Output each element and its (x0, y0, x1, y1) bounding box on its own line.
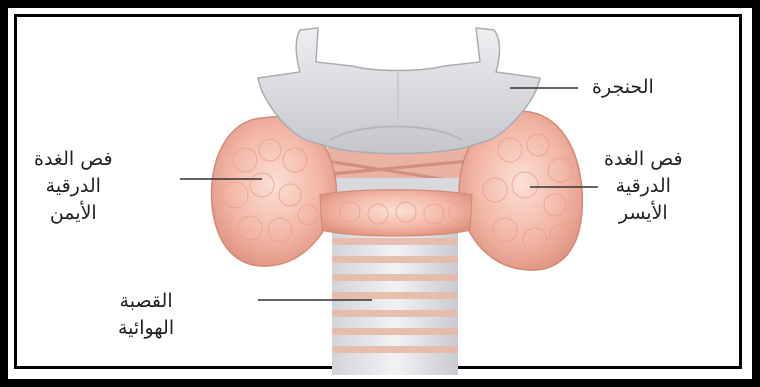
trachea-label-line: القصبة (118, 288, 174, 315)
left-lobe-label-line: الدرقية (604, 173, 683, 200)
right-lobe-label-line: فص الغدة (34, 146, 113, 173)
thyroid-isthmus (320, 190, 472, 236)
trachea-label-line: الهوائية (118, 315, 174, 342)
larynx-label-text: الحنجرة (592, 74, 654, 101)
left-lobe-label-line: الأيسر (604, 200, 683, 227)
trachea-label: القصبة الهوائية (118, 288, 174, 342)
right-lobe-label: فص الغدة الدرقية الأيمن (34, 146, 113, 227)
left-lobe-label: فص الغدة الدرقية الأيسر (604, 146, 683, 227)
right-lobe-label-line: الدرقية (34, 173, 113, 200)
right-lobe-label-line: الأيمن (34, 200, 113, 227)
left-lobe-label-line: فص الغدة (604, 146, 683, 173)
larynx-cartilage (258, 28, 540, 154)
larynx-label: الحنجرة (592, 74, 654, 101)
